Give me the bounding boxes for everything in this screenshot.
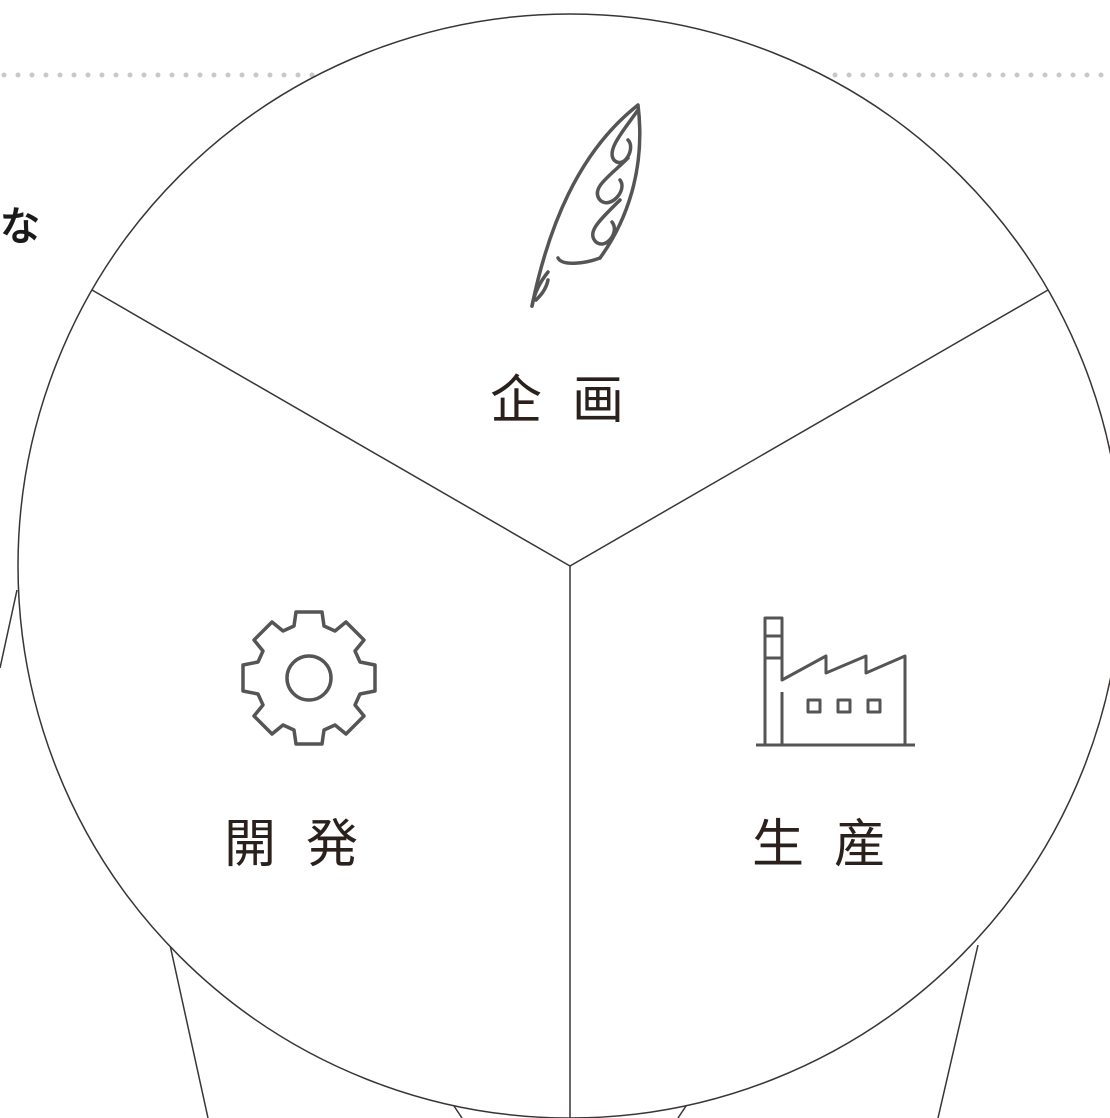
segment-label-right: 生産 [752,815,916,875]
segment-dividers [91,289,1049,1118]
segment-label-left: 開発 [224,815,388,875]
process-circle [17,13,1110,1118]
side-heading-fragment: な [0,204,40,250]
factory-icon [756,616,915,747]
background-connectors [0,589,979,1118]
quill-pen-icon [530,103,642,308]
segment-label-top: 企画 [490,371,654,431]
gear-icon [241,610,377,746]
